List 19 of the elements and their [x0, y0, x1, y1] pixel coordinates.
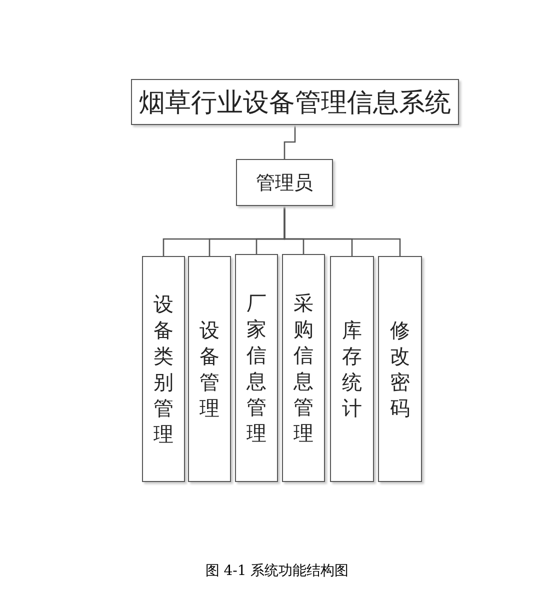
box-label: 库存统计: [342, 317, 362, 421]
process-box: [236, 159, 333, 206]
connector-line: [284, 125, 296, 159]
box-label: 修改密码: [390, 317, 410, 421]
connector-line: [284, 206, 401, 256]
box-label: 设备类别管理: [154, 291, 174, 447]
box-label: 管理员: [256, 170, 313, 196]
process-box: [188, 256, 231, 482]
process-box: [142, 256, 185, 482]
box-label: 烟草行业设备管理信息系统: [139, 86, 451, 120]
box-label: 厂家信息管理: [246, 290, 266, 446]
process-box: [282, 254, 325, 482]
figure-caption: 图 4-1 系统功能结构图: [204, 562, 350, 580]
process-box: [378, 256, 422, 482]
process-box: [235, 254, 278, 482]
box-label: 采购信息管理: [294, 290, 314, 446]
process-box: [131, 79, 459, 125]
box-label: 设备管理: [200, 317, 220, 421]
process-box: [330, 256, 374, 482]
